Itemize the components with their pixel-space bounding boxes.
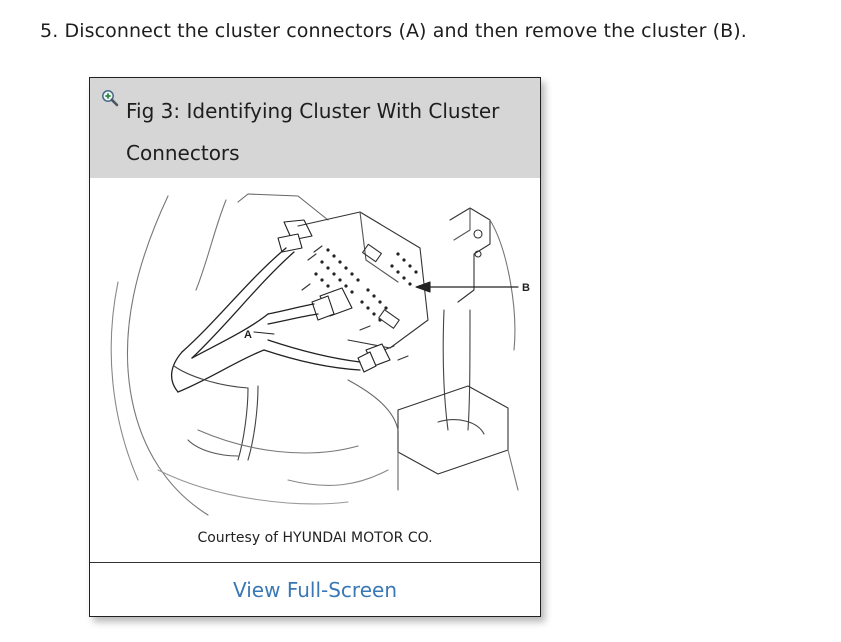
figure-header: Fig 3: Identifying Cluster With Cluster … (90, 78, 540, 178)
figure-card: Fig 3: Identifying Cluster With Cluster … (89, 77, 541, 617)
step-instruction: 5. Disconnect the cluster connectors (A)… (40, 20, 747, 42)
magnifier-plus-icon[interactable] (101, 89, 119, 107)
figure-title[interactable]: Fig 3: Identifying Cluster With Cluster … (126, 99, 500, 165)
callout-label-a: A (244, 329, 252, 341)
callout-label-b: B (522, 282, 530, 294)
cluster-connector-illustration[interactable]: A B (98, 190, 534, 520)
divider (90, 562, 540, 563)
view-full-screen-link[interactable]: View Full-Screen (233, 578, 397, 602)
image-credit: Courtesy of HYUNDAI MOTOR CO. (197, 530, 433, 546)
